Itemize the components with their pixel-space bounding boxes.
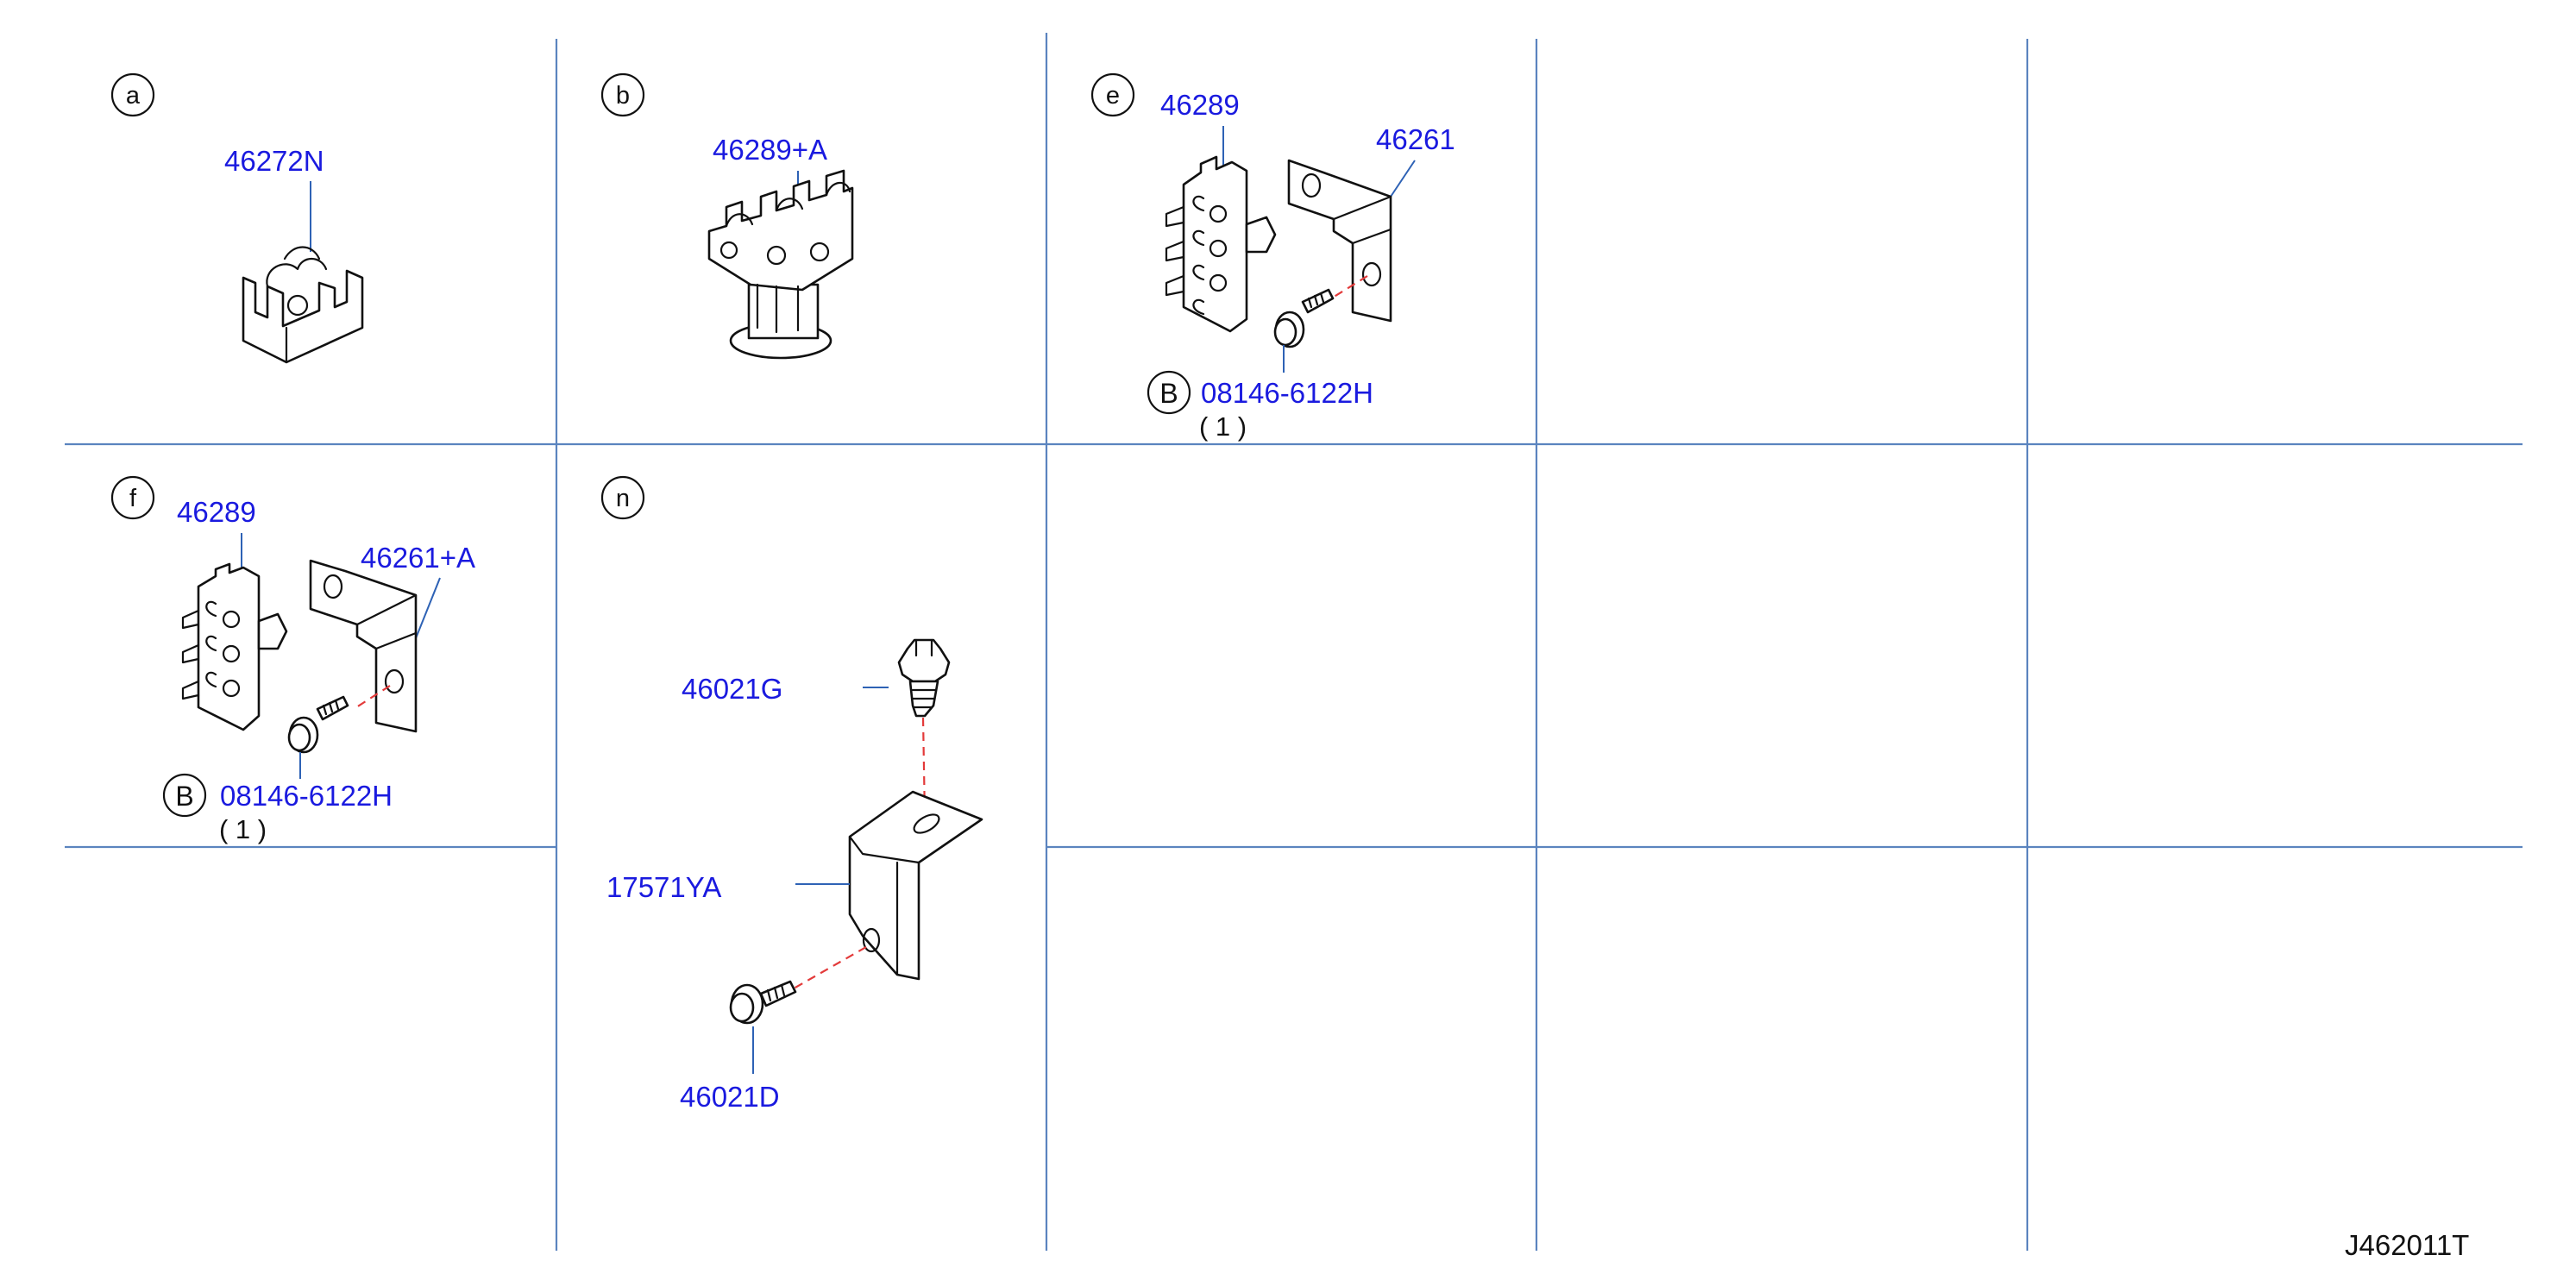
cell-n-letter: n [616,485,630,512]
clip-46289-e-drawing [1165,155,1277,333]
fastener-path-e [1328,275,1368,301]
cell-n: n 46021G 17571YA 46021D [600,475,983,1113]
clip-46289-plus-A-drawing [707,169,854,360]
cell-e-letter: e [1106,82,1120,110]
bolt-e-drawing [1273,288,1335,348]
cell-f-letter: f [129,485,137,512]
cell-e-marker [1090,72,1135,117]
part-number-17571YA[interactable]: 17571YA [606,871,721,903]
cell-e: e 46289 46261 B 08 [1090,72,1455,442]
quantity-f: ( 1 ) [219,814,267,844]
cell-a: a 46272N [110,72,364,364]
part-number-08146-6122H-e[interactable]: 08146-6122H [1201,377,1373,409]
cell-b-letter: b [616,82,630,110]
cell-grid [65,33,2523,1251]
leader-46261 [1390,160,1416,198]
part-number-46021D[interactable]: 46021D [680,1081,780,1113]
clip-path-n [921,717,927,819]
part-number-46261[interactable]: 46261 [1376,123,1455,155]
part-number-46261-plus-A[interactable]: 46261+A [361,542,475,574]
diagram-reference-code: J462011T [2345,1229,2469,1261]
bracket-46261-plus-A-drawing [309,559,418,733]
cell-f-marker [110,475,155,520]
cell-f: f 46289 46261+A B [110,475,475,844]
fastener-path-f [353,685,391,710]
quantity-e: ( 1 ) [1199,411,1247,442]
part-number-46289-f[interactable]: 46289 [177,496,256,528]
fastener-symbol-f [162,773,207,818]
part-number-46289-plus-A[interactable]: 46289+A [713,134,827,166]
bolt-path-n [793,946,867,989]
fastener-symbol-letter-f: B [175,781,193,812]
cell-a-letter: a [126,82,141,110]
bracket-46261-drawing [1287,159,1392,323]
clip-46272N-drawing [242,246,364,364]
clip-46289-f-drawing [181,562,288,731]
cell-b-marker [600,72,645,117]
fastener-symbol-e [1147,370,1191,415]
part-number-46289-e[interactable]: 46289 [1160,89,1240,121]
leader-46261-plus-A [415,577,441,639]
part-number-46021G[interactable]: 46021G [682,673,782,705]
fastener-symbol-letter-e: B [1159,378,1178,409]
bolt-f-drawing [287,695,349,754]
cell-b: b 46289+A [600,72,854,360]
cell-n-marker [600,475,645,520]
cell-a-marker [110,72,155,117]
part-number-08146-6122H-f[interactable]: 08146-6122H [220,780,393,812]
bracket-17571YA-drawing [848,790,983,981]
part-number-46272N[interactable]: 46272N [224,145,324,177]
bolt-46021D-drawing [729,980,797,1025]
clip-46021G-drawing [897,638,951,718]
